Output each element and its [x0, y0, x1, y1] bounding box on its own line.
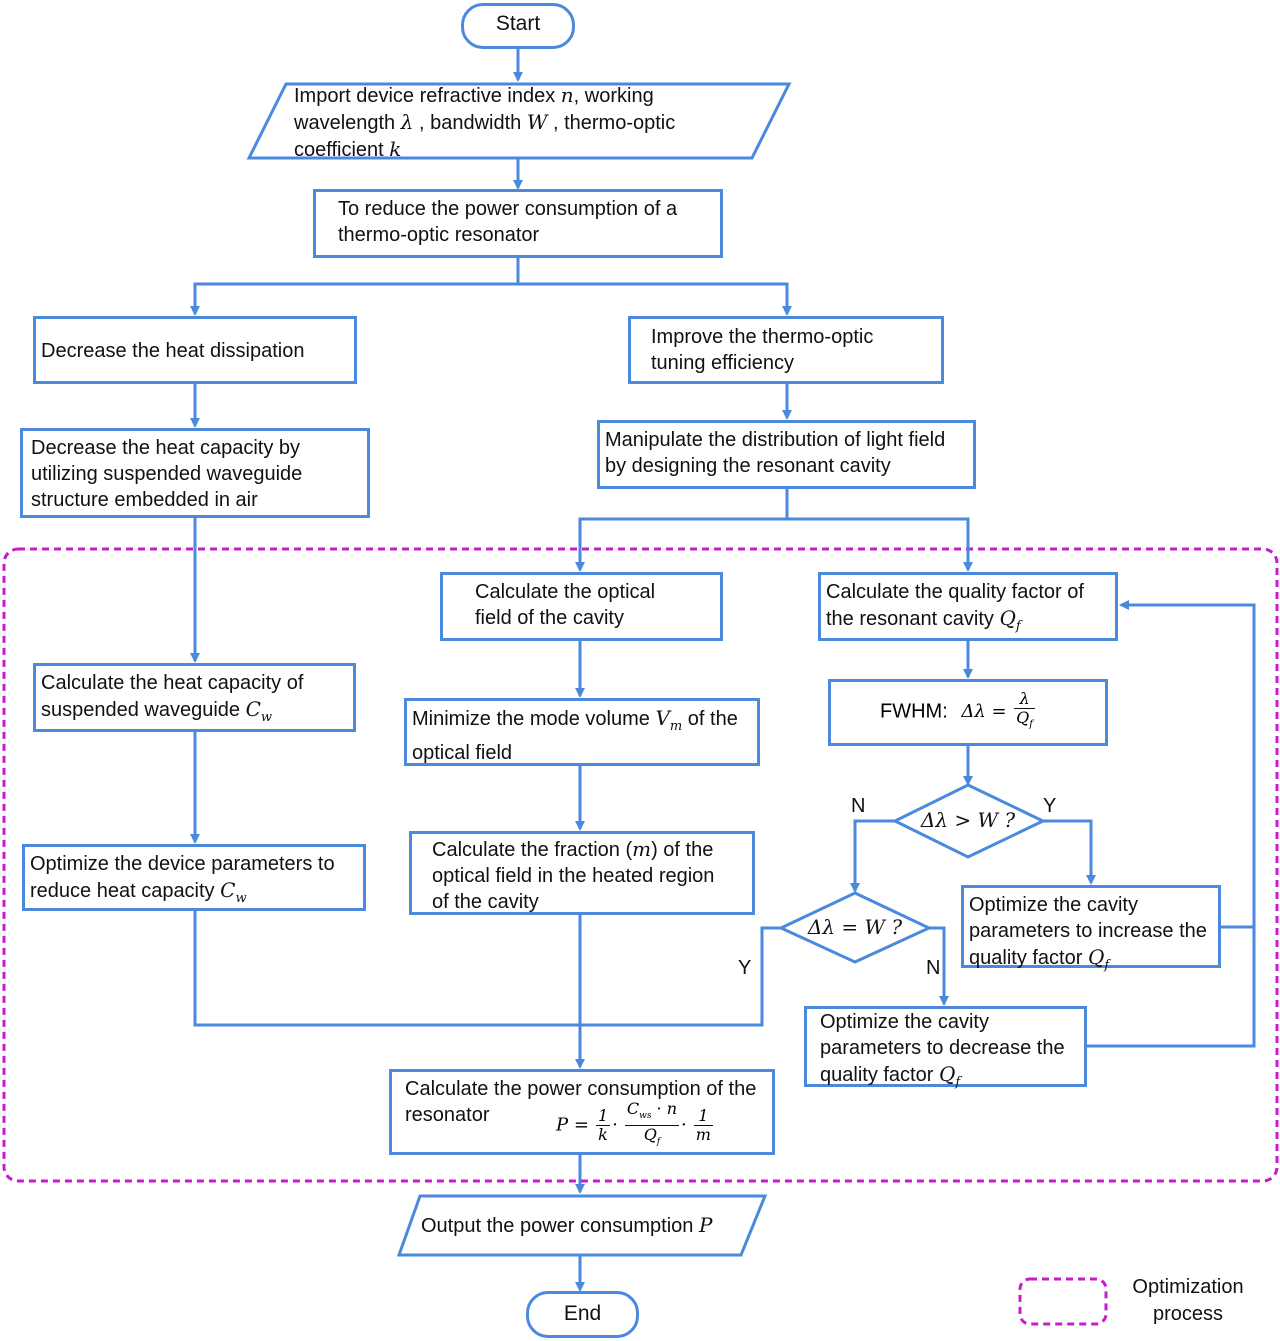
optimize-increase-var: Qf	[1087, 945, 1110, 973]
calc-power-box: Calculate the power consumption of the r…	[389, 1069, 775, 1155]
optimize-increase-box: Optimize the cavity parameters to increa…	[961, 885, 1221, 973]
decision1-diamond	[891, 783, 1047, 859]
optimize-decrease-box: Optimize the cavity parameters to decrea…	[804, 1006, 1087, 1090]
calc-optical-field-box: Calculate the optical field of the cavit…	[440, 572, 723, 641]
legend-label: Optimization process	[1132, 1276, 1244, 1325]
output-text: Output the power consumption P	[421, 1212, 712, 1239]
import-var-n: n	[560, 83, 574, 107]
import-var-lambda: λ	[400, 110, 414, 134]
fwhm-den: Qf	[1016, 708, 1033, 731]
edge-decision2-no	[929, 926, 949, 1006]
calc-power-text: Calculate the power consumption of the r…	[405, 1078, 757, 1126]
power-frac1-den: k	[598, 1125, 608, 1145]
decision2-text: Δλ = W ?	[807, 915, 903, 939]
import-parallelogram	[246, 82, 792, 160]
import-text-part: Import device refractive index	[294, 85, 561, 107]
decrease-heat-capacity-box: Decrease the heat capacity by utilizing …	[20, 428, 370, 518]
output-var-p: P	[698, 1213, 713, 1237]
minimize-mode-text-post: of the optical field	[412, 708, 738, 764]
import-var-k: k	[389, 137, 402, 161]
power-frac2-den: Qf	[643, 1125, 661, 1148]
edge-reduce-split-right	[518, 282, 792, 316]
calc-heat-capacity-text: Calculate the heat capacity of suspended…	[41, 672, 304, 721]
power-frac3-den: m	[695, 1125, 711, 1145]
optimize-device-box: Optimize the device parameters to reduce…	[22, 844, 366, 911]
edge-decision2-yes	[580, 926, 781, 1027]
output-parallelogram	[396, 1194, 768, 1257]
import-text-part: , bandwidth	[413, 112, 527, 134]
optimize-decrease-text: Optimize the cavity parameters to decrea…	[820, 1011, 1065, 1086]
edge-decrease-feedback	[1087, 600, 1256, 1048]
import-var-w: W	[526, 110, 548, 134]
decision2-no-label: N	[926, 957, 941, 979]
decision2-yes-label: Y	[738, 957, 752, 979]
improve-tuning-box: Improve the thermo-optic tuning efficien…	[628, 316, 944, 384]
fwhm-box	[828, 679, 1108, 746]
decision2-diamond	[777, 891, 933, 964]
fwhm-num: λ	[1014, 690, 1035, 709]
optimization-region	[2, 547, 1279, 1183]
power-lhs: P =	[556, 1114, 589, 1136]
import-text-part: wavelength	[294, 112, 401, 134]
import-text-part: , working	[573, 85, 654, 107]
calc-fraction-text: Calculate the fraction (	[432, 839, 633, 861]
calc-quality-text: Calculate the quality factor of the reso…	[826, 581, 1084, 630]
start-terminator: Start	[461, 3, 575, 49]
decision1-yes-label: Y	[1043, 795, 1057, 817]
decision1-no-label: N	[851, 795, 866, 817]
legend-dashed-box	[1018, 1277, 1108, 1326]
power-frac1-num: 1	[595, 1106, 611, 1127]
minimize-mode-box: Minimize the mode volume Vm of the optic…	[404, 698, 760, 766]
fwhm-lhs: Δλ =	[961, 701, 1007, 723]
optimize-decrease-var: Qf	[938, 1062, 961, 1090]
decision1-text: Δλ > W ?	[920, 808, 1016, 832]
minimize-mode-var: Vm	[655, 706, 683, 734]
minimize-mode-text: Minimize the mode volume	[412, 708, 656, 730]
end-terminator: End	[526, 1291, 639, 1338]
calc-fraction-text-post: ) of the optical field in the heated reg…	[432, 839, 715, 913]
import-text-part: , thermo-optic	[547, 112, 676, 134]
edge-manipulate-split	[575, 489, 789, 572]
manipulate-light-box: Manipulate the distribution of light fie…	[597, 420, 976, 489]
calc-fraction-box: Calculate the fraction (m) of the optica…	[409, 831, 755, 915]
optimize-increase-text: Optimize the cavity parameters to increa…	[969, 894, 1207, 969]
calc-quality-box: Calculate the quality factor of the reso…	[818, 572, 1118, 641]
decrease-heat-dissipation-box: Decrease the heat dissipation	[33, 316, 357, 384]
output-text-part: Output the power consumption	[421, 1215, 699, 1237]
calc-fraction-var: m	[632, 837, 652, 861]
edge-reduce-split	[190, 258, 520, 316]
optimize-device-var: Cw	[220, 878, 247, 906]
calc-heat-capacity-var: Cw	[245, 697, 273, 725]
calc-quality-var: Qf	[999, 606, 1021, 634]
power-frac3-num: 1	[693, 1107, 713, 1127]
edge-decision1-yes	[1043, 819, 1096, 885]
import-text: Import device refractive index n, workin…	[294, 82, 744, 163]
calc-heat-capacity-box: Calculate the heat capacity of suspended…	[33, 663, 356, 732]
fwhm-label: FWHM:	[880, 700, 948, 723]
edge-manipulate-split-right	[787, 517, 973, 572]
import-text-part: coefficient	[294, 139, 390, 161]
power-frac2-num: Cws · n	[624, 1099, 680, 1127]
edge-optimize-device-join	[193, 911, 580, 1027]
optimize-device-text: Optimize the device parameters to reduce…	[30, 853, 335, 902]
reduce-power-box: To reduce the power consumption of a the…	[313, 189, 723, 258]
edge-decision1-no	[850, 819, 895, 893]
